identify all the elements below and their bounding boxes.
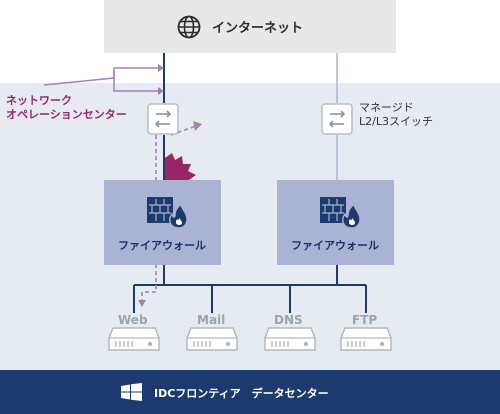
noc-label: ネットワーク オペレーションセンター [6, 94, 127, 122]
server-ftp-label: FTP [352, 313, 378, 327]
server-icon [264, 327, 316, 351]
managed-switch-label: マネージド L2/L3スイッチ [359, 101, 433, 129]
dashed-web [141, 264, 157, 302]
server-dns-label: DNS [274, 313, 303, 327]
internet-box [104, 0, 396, 53]
firewall-right-label: ファイアウォール [291, 239, 379, 252]
internet-label: インターネット [212, 21, 304, 36]
dashed-monitor-2 [170, 125, 197, 136]
firewall-icon [147, 197, 188, 229]
arrowhead-web [138, 300, 146, 307]
attack-burst [165, 153, 196, 180]
server-icon [340, 327, 392, 351]
footer-bar [0, 370, 500, 414]
globe-icon [177, 15, 201, 39]
server-mail-label: Mail [197, 313, 226, 327]
arrowhead-dashed [193, 121, 202, 131]
arrowhead-upper [158, 64, 164, 72]
firewall-left-label: ファイアウォール [118, 239, 206, 252]
managed-switch-line1: マネージド [359, 101, 414, 114]
footer-label: IDCフロンティア データセンター [154, 387, 329, 400]
firewall-icon [320, 197, 361, 229]
noc-link [43, 77, 115, 86]
managed-switch-icon [321, 103, 353, 135]
noc-label-line1: ネットワーク [6, 94, 72, 107]
noc-label-line2: オペレーションセンター [6, 108, 127, 121]
switch-icon [147, 103, 179, 135]
windows-logo-icon [121, 383, 142, 401]
server-icon [186, 327, 238, 351]
noc-arrow-lower [113, 71, 158, 92]
data-center-area [0, 83, 500, 370]
noc-arrow-upper [113, 67, 158, 78]
server-web-label: Web [118, 313, 148, 327]
arrowhead-lower [158, 87, 164, 95]
managed-switch-line2: L2/L3スイッチ [359, 115, 433, 128]
server-icon [108, 327, 160, 351]
